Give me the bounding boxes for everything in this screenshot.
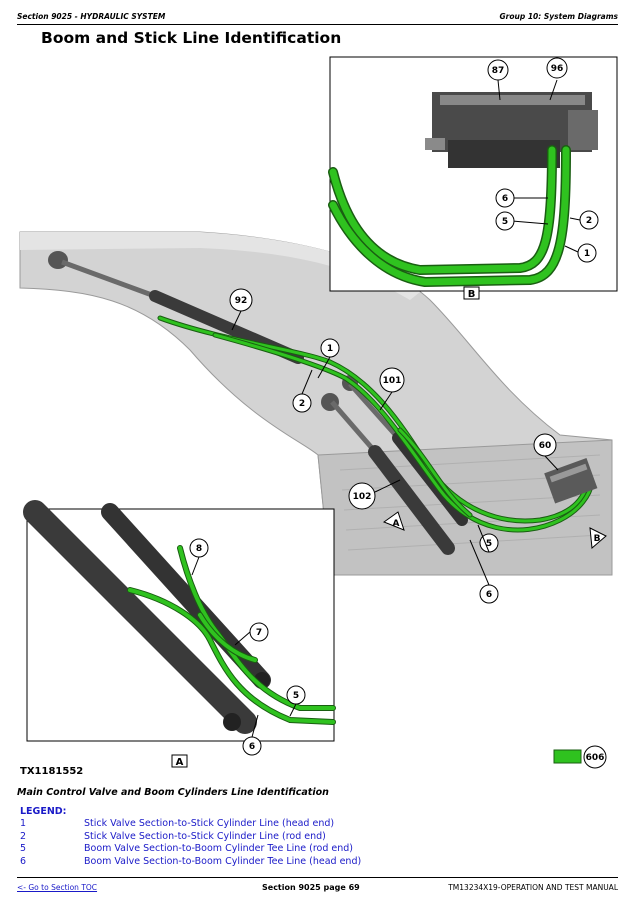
footer-divider [17, 877, 618, 878]
view-arrow-b-text: B [594, 534, 601, 544]
callout-5-a-text: 5 [293, 691, 299, 701]
callout-2-m-text: 2 [299, 399, 305, 409]
legend-item-number: 1 [20, 818, 27, 829]
callout-102 [348, 482, 376, 510]
legend-item-number: 2 [20, 830, 27, 842]
callout-92-text: 92 [235, 296, 248, 306]
page-number: Section 9025 page 69 [262, 883, 360, 892]
legend-item: 2 Stick Valve Section-to-Stick Cylinder … [20, 831, 440, 844]
callout-6-b-text: 6 [502, 194, 508, 204]
legend-item-description: Stick Valve Section-to-Stick Cylinder Li… [84, 830, 326, 842]
hydraulic-hoses-main [157, 315, 595, 533]
callout-87 [487, 59, 509, 81]
legend-title: LEGEND: [20, 806, 67, 817]
callout-6-a-text: 6 [249, 742, 255, 752]
inset-b-label-box [463, 286, 480, 300]
valve-block-illustration [425, 92, 598, 168]
figure-id: TX1181552 [20, 766, 84, 777]
figure-caption: Main Control Valve and Boom Cylinders Li… [17, 787, 329, 798]
inset-a-label: A [176, 757, 184, 768]
section-header: Section 9025 - HYDRAULIC SYSTEM [17, 12, 166, 21]
view-arrow-a-text: A [393, 519, 400, 529]
callout-5-m-text: 5 [486, 539, 492, 549]
view-arrow-a: A [382, 511, 405, 531]
section-toc-link[interactable]: <- Go to Section TOC [17, 883, 98, 892]
page-title: Boom and Stick Line Identification [41, 29, 342, 47]
legend-item-description: Stick Valve Section-to-Stick Cylinder Li… [84, 818, 335, 829]
group-header: Group 10: System Diagrams [499, 12, 619, 21]
leader-lines [191, 310, 559, 738]
callout-6-m-text: 6 [486, 590, 492, 600]
callout-87-text: 87 [492, 66, 505, 76]
hydraulic-line-diagram: 87 96 6 5 2 1 92 1 2 101 60 102 5 6 8 7 … [19, 56, 618, 769]
legend-item: 5 Boom Valve Section-to-Boom Cylinder Te… [20, 843, 440, 856]
inset-view-b [328, 56, 618, 292]
callout-5-b-text: 5 [502, 217, 508, 227]
callout-606 [583, 745, 607, 769]
legend-list: 1 Stick Valve Section-to-Stick Cylinder … [20, 818, 440, 868]
legend-item-description: Boom Valve Section-to-Boom Cylinder Tee … [84, 843, 354, 854]
callout-102-text: 102 [353, 492, 372, 502]
callout-7-text: 7 [256, 628, 262, 638]
callout-96 [546, 57, 568, 79]
callout-2-b-text: 2 [586, 216, 592, 226]
callout-1-b [577, 243, 597, 263]
header-divider [17, 24, 618, 25]
callout-6-b [495, 188, 515, 208]
legend-item: 1 Stick Valve Section-to-Stick Cylinder … [20, 818, 440, 831]
callout-1-b-text: 1 [584, 249, 590, 259]
inset-view-a [23, 500, 336, 742]
inset-a-label-box [171, 754, 188, 768]
callout-606-text: 606 [586, 753, 605, 763]
inset-b-label: B [468, 289, 476, 300]
callout-8-text: 8 [196, 544, 202, 554]
callout-1-m-text: 1 [327, 344, 333, 354]
callout-labels: 87 96 6 5 2 1 92 1 2 101 60 102 5 6 8 7 … [196, 64, 605, 763]
callout-60-text: 60 [539, 441, 552, 451]
legend-item-number: 5 [20, 843, 27, 854]
view-arrow-b: B [589, 527, 607, 550]
legend-item-number: 6 [20, 855, 27, 867]
callout-96-text: 96 [551, 64, 564, 74]
hose-color-swatch [553, 749, 582, 764]
callout-2-b [579, 210, 599, 230]
callout-5-b [495, 211, 515, 231]
manual-title: TM13234X19-OPERATION AND TEST MANUAL [448, 883, 618, 892]
legend-item-description: Boom Valve Section-to-Boom Cylinder Tee … [84, 855, 362, 867]
callout-101-text: 101 [383, 376, 402, 386]
legend-item: 6 Boom Valve Section-to-Boom Cylinder Te… [20, 856, 440, 869]
